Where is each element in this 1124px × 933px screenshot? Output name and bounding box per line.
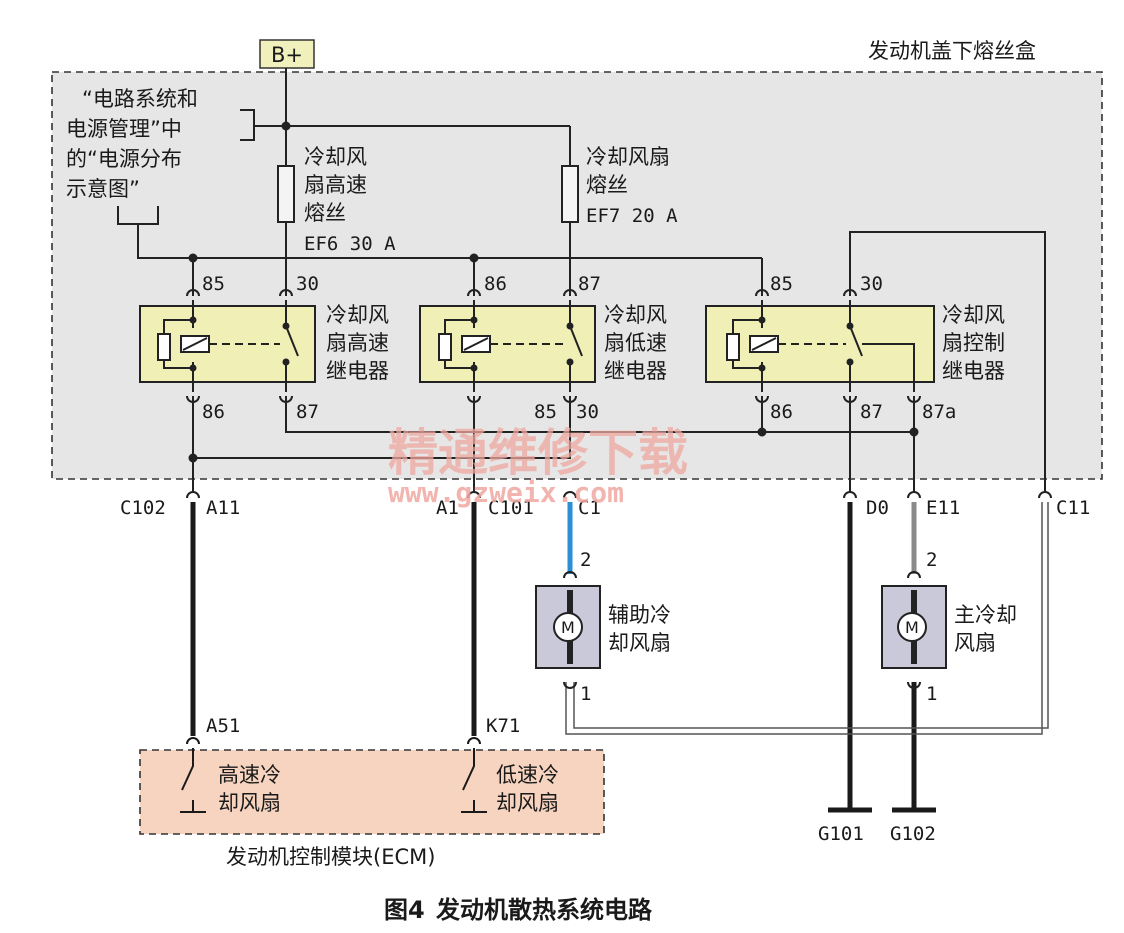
- watermark-text: 精通维修下载: [388, 424, 688, 482]
- reference-note-line-1: “电路系统和: [82, 87, 198, 111]
- relay-3-pin-87: 87: [860, 401, 883, 423]
- fuse-2-name-line-2: 熔丝: [586, 173, 628, 197]
- connector-c101: C101: [488, 497, 534, 519]
- relay-2-name-line-1: 冷却风: [604, 303, 667, 327]
- ecm-switches: [180, 737, 487, 813]
- battery-terminal: [259, 39, 315, 69]
- main-fan-pin-1: 1: [926, 683, 937, 705]
- ecm-switch-low-line-2: 却风扇: [496, 791, 559, 815]
- relay-3-pin-85: 85: [770, 273, 793, 295]
- fuse-box-label: 发动机盖下熔丝盒: [868, 39, 1036, 63]
- reference-note-line-2: 电源管理”中: [66, 117, 182, 141]
- relay-3-name-line-3: 继电器: [942, 359, 1005, 383]
- fuse-1-name-line-3: 熔丝: [304, 201, 346, 225]
- reference-note-line-4: 示意图”: [66, 177, 140, 201]
- wire-c11-aux-fan: [565, 502, 1049, 735]
- ground-g102-label: G102: [890, 823, 936, 845]
- connector-d0: D0: [866, 497, 889, 519]
- cooling-fan-fuse: [561, 165, 579, 223]
- low-speed-fan-relay: [419, 289, 596, 403]
- high-speed-fan-fuse: [277, 165, 295, 223]
- figure-number: 图4: [384, 896, 425, 924]
- ecm-switch-high-line-1: 高速冷: [218, 763, 281, 787]
- fuse-2-rating: EF7 20 A: [586, 205, 678, 227]
- relay-1-name-line-3: 继电器: [326, 359, 389, 383]
- connector-a11: A11: [206, 497, 240, 519]
- connector-ticks: [186, 491, 1052, 499]
- ecm-pin-k71: K71: [486, 715, 520, 737]
- connector-c102: C102: [120, 497, 166, 519]
- ecm-switch-low-line-1: 低速冷: [496, 763, 559, 787]
- relay-1-pin-85: 85: [202, 273, 225, 295]
- main-fan-motor-symbol: M: [905, 618, 919, 637]
- relay-1-pin-86: 86: [202, 401, 225, 423]
- main-fan-name-line-2: 风扇: [954, 631, 996, 655]
- connector-e11: E11: [926, 497, 960, 519]
- relay-2-pin-30: 30: [576, 401, 599, 423]
- battery-label: B+: [271, 43, 303, 67]
- connector-a1: A1: [436, 497, 459, 519]
- watermark-url: www.gzweix.com: [388, 476, 624, 509]
- fuse-1-name-line-2: 扇高速: [304, 173, 367, 197]
- relay-1-pin-87: 87: [296, 401, 319, 423]
- engine-control-module: [139, 749, 605, 835]
- relay-3-pin-30: 30: [860, 273, 883, 295]
- relay-1-name-line-2: 扇高速: [326, 331, 389, 355]
- fuse-2-name-line-1: 冷却风扇: [586, 145, 670, 169]
- high-speed-fan-relay: [139, 289, 316, 403]
- auxiliary-cooling-fan-motor: [535, 571, 601, 689]
- underhood-fuse-box: [51, 71, 1103, 480]
- fuse-1-name-line-1: 冷却风: [304, 145, 367, 169]
- aux-fan-name-line-2: 却风扇: [608, 631, 671, 655]
- main-fan-name-line-1: 主冷却: [954, 603, 1017, 627]
- relay-2-pin-86: 86: [484, 273, 507, 295]
- ground-g101-label: G101: [818, 823, 864, 845]
- aux-fan-name-line-1: 辅助冷: [608, 603, 671, 627]
- aux-fan-pin-2: 2: [580, 549, 591, 571]
- fan-control-relay: [705, 289, 935, 403]
- relay-1-name-line-1: 冷却风: [326, 303, 389, 327]
- fuse-1-rating: EF6 30 A: [304, 233, 396, 255]
- main-cooling-fan-motor: [881, 571, 947, 689]
- figure-title: 发动机散热系统电路: [435, 896, 653, 924]
- main-fan-pin-2: 2: [926, 549, 937, 571]
- relay-3-pin-86: 86: [770, 401, 793, 423]
- relay-2-pin-85: 85: [534, 401, 557, 423]
- connector-c1: C1: [578, 497, 601, 519]
- relay-2-pin-87: 87: [578, 273, 601, 295]
- relay-3-name-line-2: 扇控制: [942, 331, 1005, 355]
- ecm-pin-a51: A51: [206, 715, 240, 737]
- relay-3-pin-87a: 87a: [922, 401, 956, 423]
- aux-fan-motor-symbol: M: [561, 618, 575, 637]
- aux-fan-pin-1: 1: [580, 683, 591, 705]
- relay-2-name-line-3: 继电器: [604, 359, 667, 383]
- ecm-switch-high-line-2: 却风扇: [218, 791, 281, 815]
- reference-note-line-3: 的“电源分布: [66, 147, 182, 171]
- relay-3-name-line-1: 冷却风: [942, 303, 1005, 327]
- connector-c11: C11: [1056, 497, 1090, 519]
- ecm-label: 发动机控制模块(ECM): [226, 845, 435, 869]
- relay-2-name-line-2: 扇低速: [604, 331, 667, 355]
- relay-1-pin-30: 30: [296, 273, 319, 295]
